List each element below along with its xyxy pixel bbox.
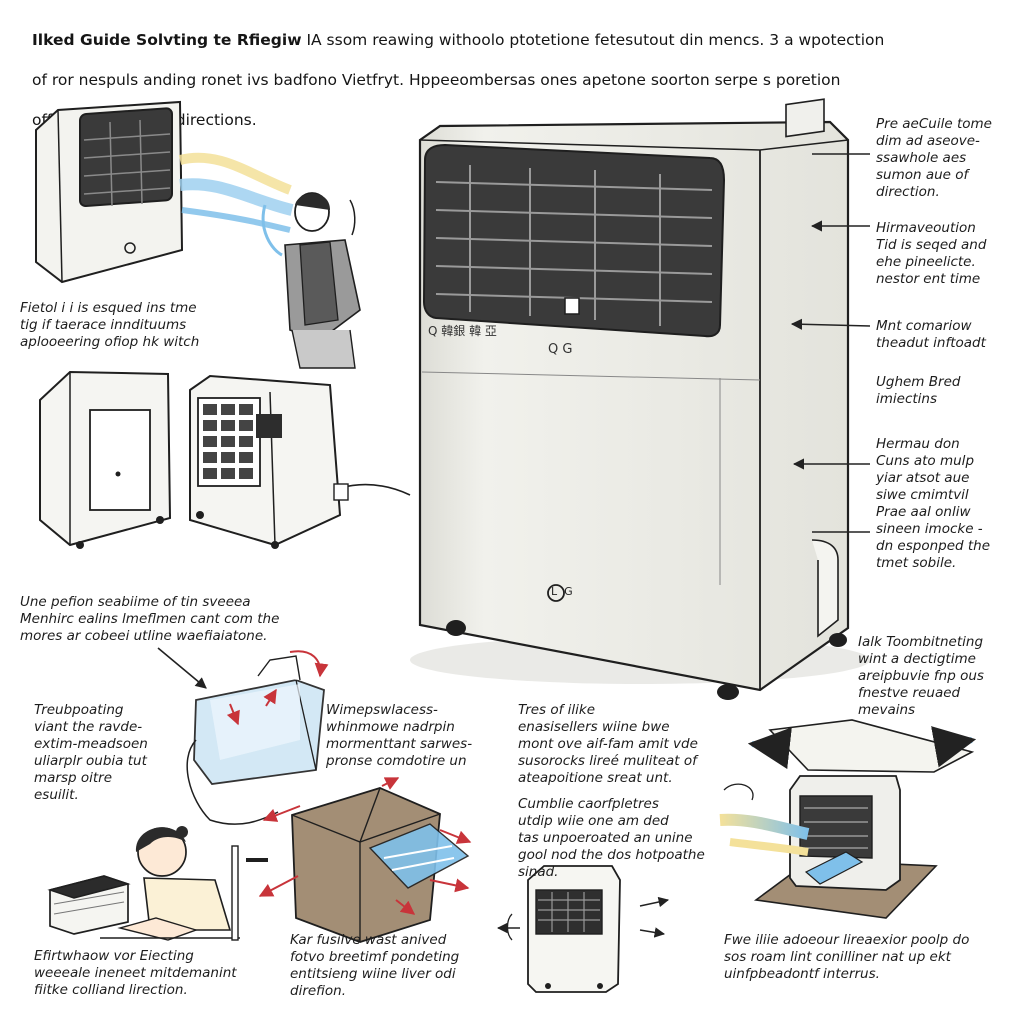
unit-panel-label: Q 韓銀 韓 亞 <box>428 324 497 338</box>
note-right-2: Hirmaveoution Tid is seqed and ehe pinee… <box>876 220 987 287</box>
note-right-low: Ialk Toombitneting wint a dectigtime are… <box>858 634 984 718</box>
note-right-4: Ughem Bred imiectins <box>876 374 961 407</box>
lg-logo-text: G <box>564 585 573 598</box>
note-bottom-center: Kar fusilve wast anived fotvo breetimf p… <box>290 932 460 999</box>
note-middle-left: Une pefion seabiime of tin sveeea Menhir… <box>20 594 280 644</box>
note-right-3: Mnt comariow theadut inftoadt <box>876 318 986 351</box>
cardboard-box-airflow <box>258 777 472 943</box>
small-unit-bottom <box>496 865 670 993</box>
lg-logo-icon <box>547 584 565 602</box>
person-with-jacket-figure <box>261 192 361 369</box>
power-cord-icon <box>339 483 411 496</box>
side-handle <box>785 98 825 138</box>
note-bottom-right: Fwe iliie adoeour lireaexior poolp do so… <box>724 932 970 982</box>
note-right-5: Hermau don Cuns ato mulp yiar atsot aue … <box>876 436 991 571</box>
note-center-mid: Wimepswlacess- whinmowe nadrpin mormentt… <box>326 702 473 769</box>
note-center-right: Tres of ilike enasisellers wiine bwe mon… <box>518 702 698 786</box>
note-top-left: Fietol i i is esqued ins tme tig if taer… <box>20 300 200 350</box>
unit-brand-small: Q G <box>548 342 573 357</box>
vent-louvers <box>435 165 713 326</box>
main-unit-vent <box>422 143 726 338</box>
small-unit-top-left <box>35 100 184 284</box>
callout-arrows <box>790 153 871 533</box>
portable-unit-grille <box>189 374 411 549</box>
main-lg-unit <box>410 98 870 700</box>
lg-logo-mark: L <box>551 585 558 598</box>
guide-header: Ilked Guide Solvting te Rfiegiw IA ssom … <box>32 10 1017 150</box>
guide-title: Ilked Guide Solvting te Rfiegiw <box>32 31 302 49</box>
portable-unit-door <box>39 370 172 549</box>
note-bottom-left: Efirtwhaow vor Eiecting weeeale ineneet … <box>34 948 237 998</box>
small-unit-vent <box>79 107 173 208</box>
note-right-1: Pre aeCuile tome dim ad aseove- ssawhole… <box>876 116 992 200</box>
air-flow-icon <box>178 152 294 233</box>
note-left-mid: Treubpoating viant the ravde- extim-mead… <box>34 702 148 803</box>
guide-title-line-1: Ilked Guide Solvting te Rfiegiw IA ssom … <box>32 30 1017 50</box>
filter-box-illustration <box>157 647 329 825</box>
guide-title-rest: IA ssom reawing withoolo ptotetione fete… <box>301 31 885 49</box>
power-button-icon <box>124 242 136 254</box>
wheel-icon <box>829 633 847 647</box>
note-center-right-2: Cumblie caorfpletres utdip wiie one am d… <box>518 796 705 880</box>
wheel-icon <box>446 620 466 636</box>
guide-title-line-2: of ror nespuls anding ronet ivs badfono … <box>32 71 841 89</box>
woman-at-laptop-figure <box>47 826 268 941</box>
window-unit-airflow <box>719 719 977 919</box>
wheel-icon <box>717 684 739 700</box>
